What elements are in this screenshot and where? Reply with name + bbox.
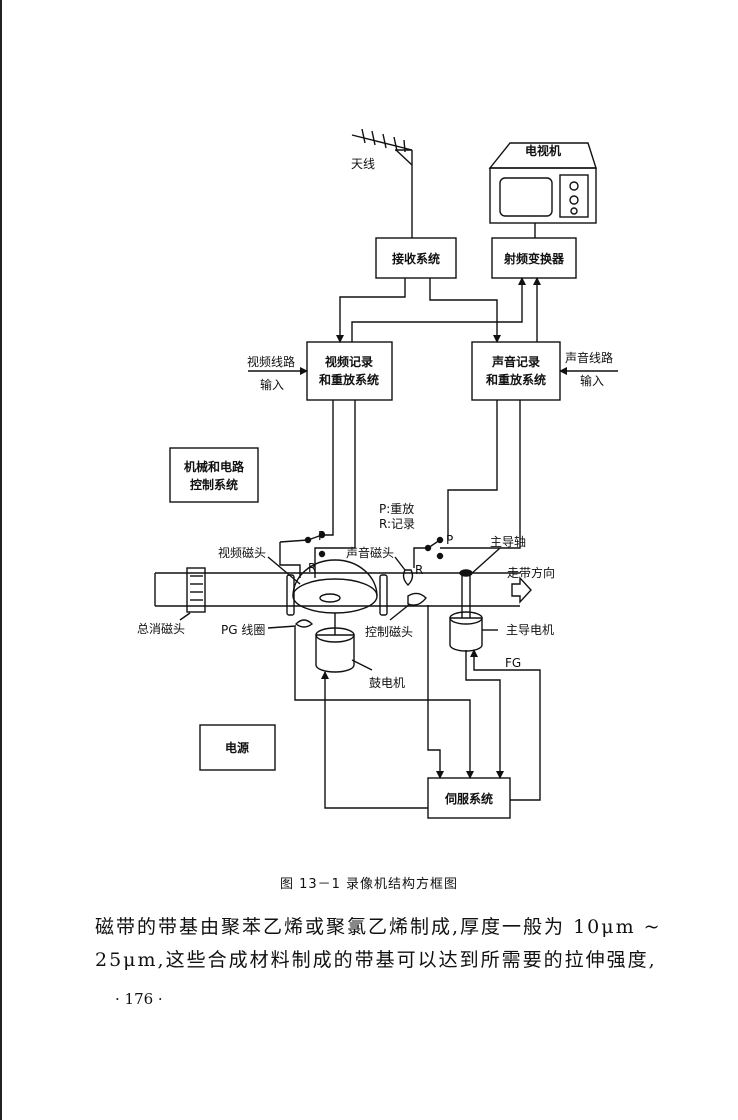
control-head-icon	[407, 592, 427, 606]
capstan-label: 主导轴	[490, 534, 526, 549]
mechanical-control-label-a: 机械和电路	[184, 459, 245, 474]
video-p-line	[322, 400, 334, 536]
head-drum-icon	[292, 559, 378, 673]
audio-pr-switch	[413, 536, 444, 568]
video-head-label: 视频磁头	[218, 545, 266, 560]
pr-legend-playback: P:重放	[379, 501, 414, 516]
fg-label: FG	[505, 656, 521, 670]
drum-motor-leader	[351, 659, 373, 671]
tape-direction-arrow	[511, 576, 532, 604]
fg-servo-line	[465, 650, 504, 779]
audio-head-icon	[402, 569, 414, 586]
mechanical-control-box	[169, 447, 259, 503]
pg-coil-label: PG 线圈	[221, 623, 265, 637]
audio-switch-p: P	[446, 533, 453, 547]
body-text-line-2: 25μm,这些合成材料制成的带基可以达到所需要的拉伸强度,	[95, 949, 657, 971]
audio-input-label-b: 输入	[580, 373, 604, 388]
video-input-label-b: 输入	[260, 377, 284, 392]
capstan-leader	[469, 547, 501, 576]
antenna-label: 天线	[351, 157, 375, 171]
receiver-box	[375, 237, 457, 279]
control-head-label: 控制磁头	[365, 624, 413, 639]
pr-legend-record: R:记录	[379, 517, 415, 531]
pg-servo-line	[294, 627, 474, 779]
page-number: · 176 ·	[115, 990, 163, 1008]
page-edge-line	[0, 0, 2, 1120]
tv-label: 电视机	[525, 143, 561, 158]
receiver-audio-line	[429, 278, 501, 343]
tv-icon	[488, 142, 597, 224]
video-system-label-a: 视频记录	[325, 354, 373, 369]
servo-capstan-line	[470, 649, 541, 801]
tape-direction-label: 走带方向	[507, 565, 555, 580]
audio-switch-r: R	[415, 563, 423, 577]
body-text-line-1: 磁带的带基由聚苯乙烯或聚氯乙烯制成,厚度一般为 10μm ~	[95, 916, 662, 938]
erase-head-label: 总消磁头	[137, 621, 185, 636]
video-switch-r: R	[308, 561, 316, 575]
receiver-label: 接收系统	[392, 251, 440, 266]
video-pr-switch	[279, 531, 326, 558]
audio-r-line	[440, 400, 521, 549]
pg-coil-icon	[294, 619, 314, 628]
capstan-icon	[449, 569, 483, 652]
power-label: 电源	[225, 740, 249, 755]
video-system-box	[306, 341, 393, 401]
video-input-label-a: 视频线路	[247, 354, 295, 369]
drum-motor-label: 鼓电机	[369, 676, 405, 690]
audio-head-label: 声音磁头	[346, 545, 394, 560]
audio-input-label-a: 声音线路	[565, 350, 613, 365]
mechanical-control-label-b: 控制系统	[190, 477, 238, 492]
video-switch-p: P	[318, 529, 325, 543]
servo-label: 伺服系统	[444, 791, 493, 806]
guide-post-left	[286, 574, 295, 616]
servo-drum-line	[321, 671, 428, 809]
capstan-motor-label: 主导电机	[506, 623, 554, 637]
rf-converter-label: 射频变换器	[503, 251, 565, 266]
video-r-line	[314, 400, 356, 578]
audio-system-label-a: 声音记录	[491, 354, 540, 369]
video-rf-line	[351, 277, 526, 342]
video-system-label-b: 和重放系统	[318, 372, 379, 387]
antenna-icon	[351, 128, 413, 238]
erase-head-icon	[186, 567, 206, 613]
control-head-servo-line	[427, 605, 444, 779]
control-head-leader	[389, 603, 411, 621]
erase-head-leader	[179, 612, 191, 621]
guide-post-right	[379, 574, 388, 616]
vcr-block-diagram: 天线 电视机 接收系统 射频变换器 视频线路 输入 视频记录 和重放系统 声音记…	[137, 128, 618, 819]
receiver-video-line	[336, 278, 406, 343]
audio-head-leader	[394, 556, 406, 571]
power-box	[199, 724, 276, 771]
video-head-leader	[267, 556, 301, 585]
video-head-feed	[279, 542, 301, 578]
audio-p-line	[447, 400, 498, 540]
audio-system-label-b: 和重放系统	[485, 372, 546, 387]
audio-system-box	[471, 341, 561, 401]
figure-caption: 图 13－1 录像机结构方框图	[279, 877, 459, 892]
pg-coil-leader	[267, 625, 297, 629]
